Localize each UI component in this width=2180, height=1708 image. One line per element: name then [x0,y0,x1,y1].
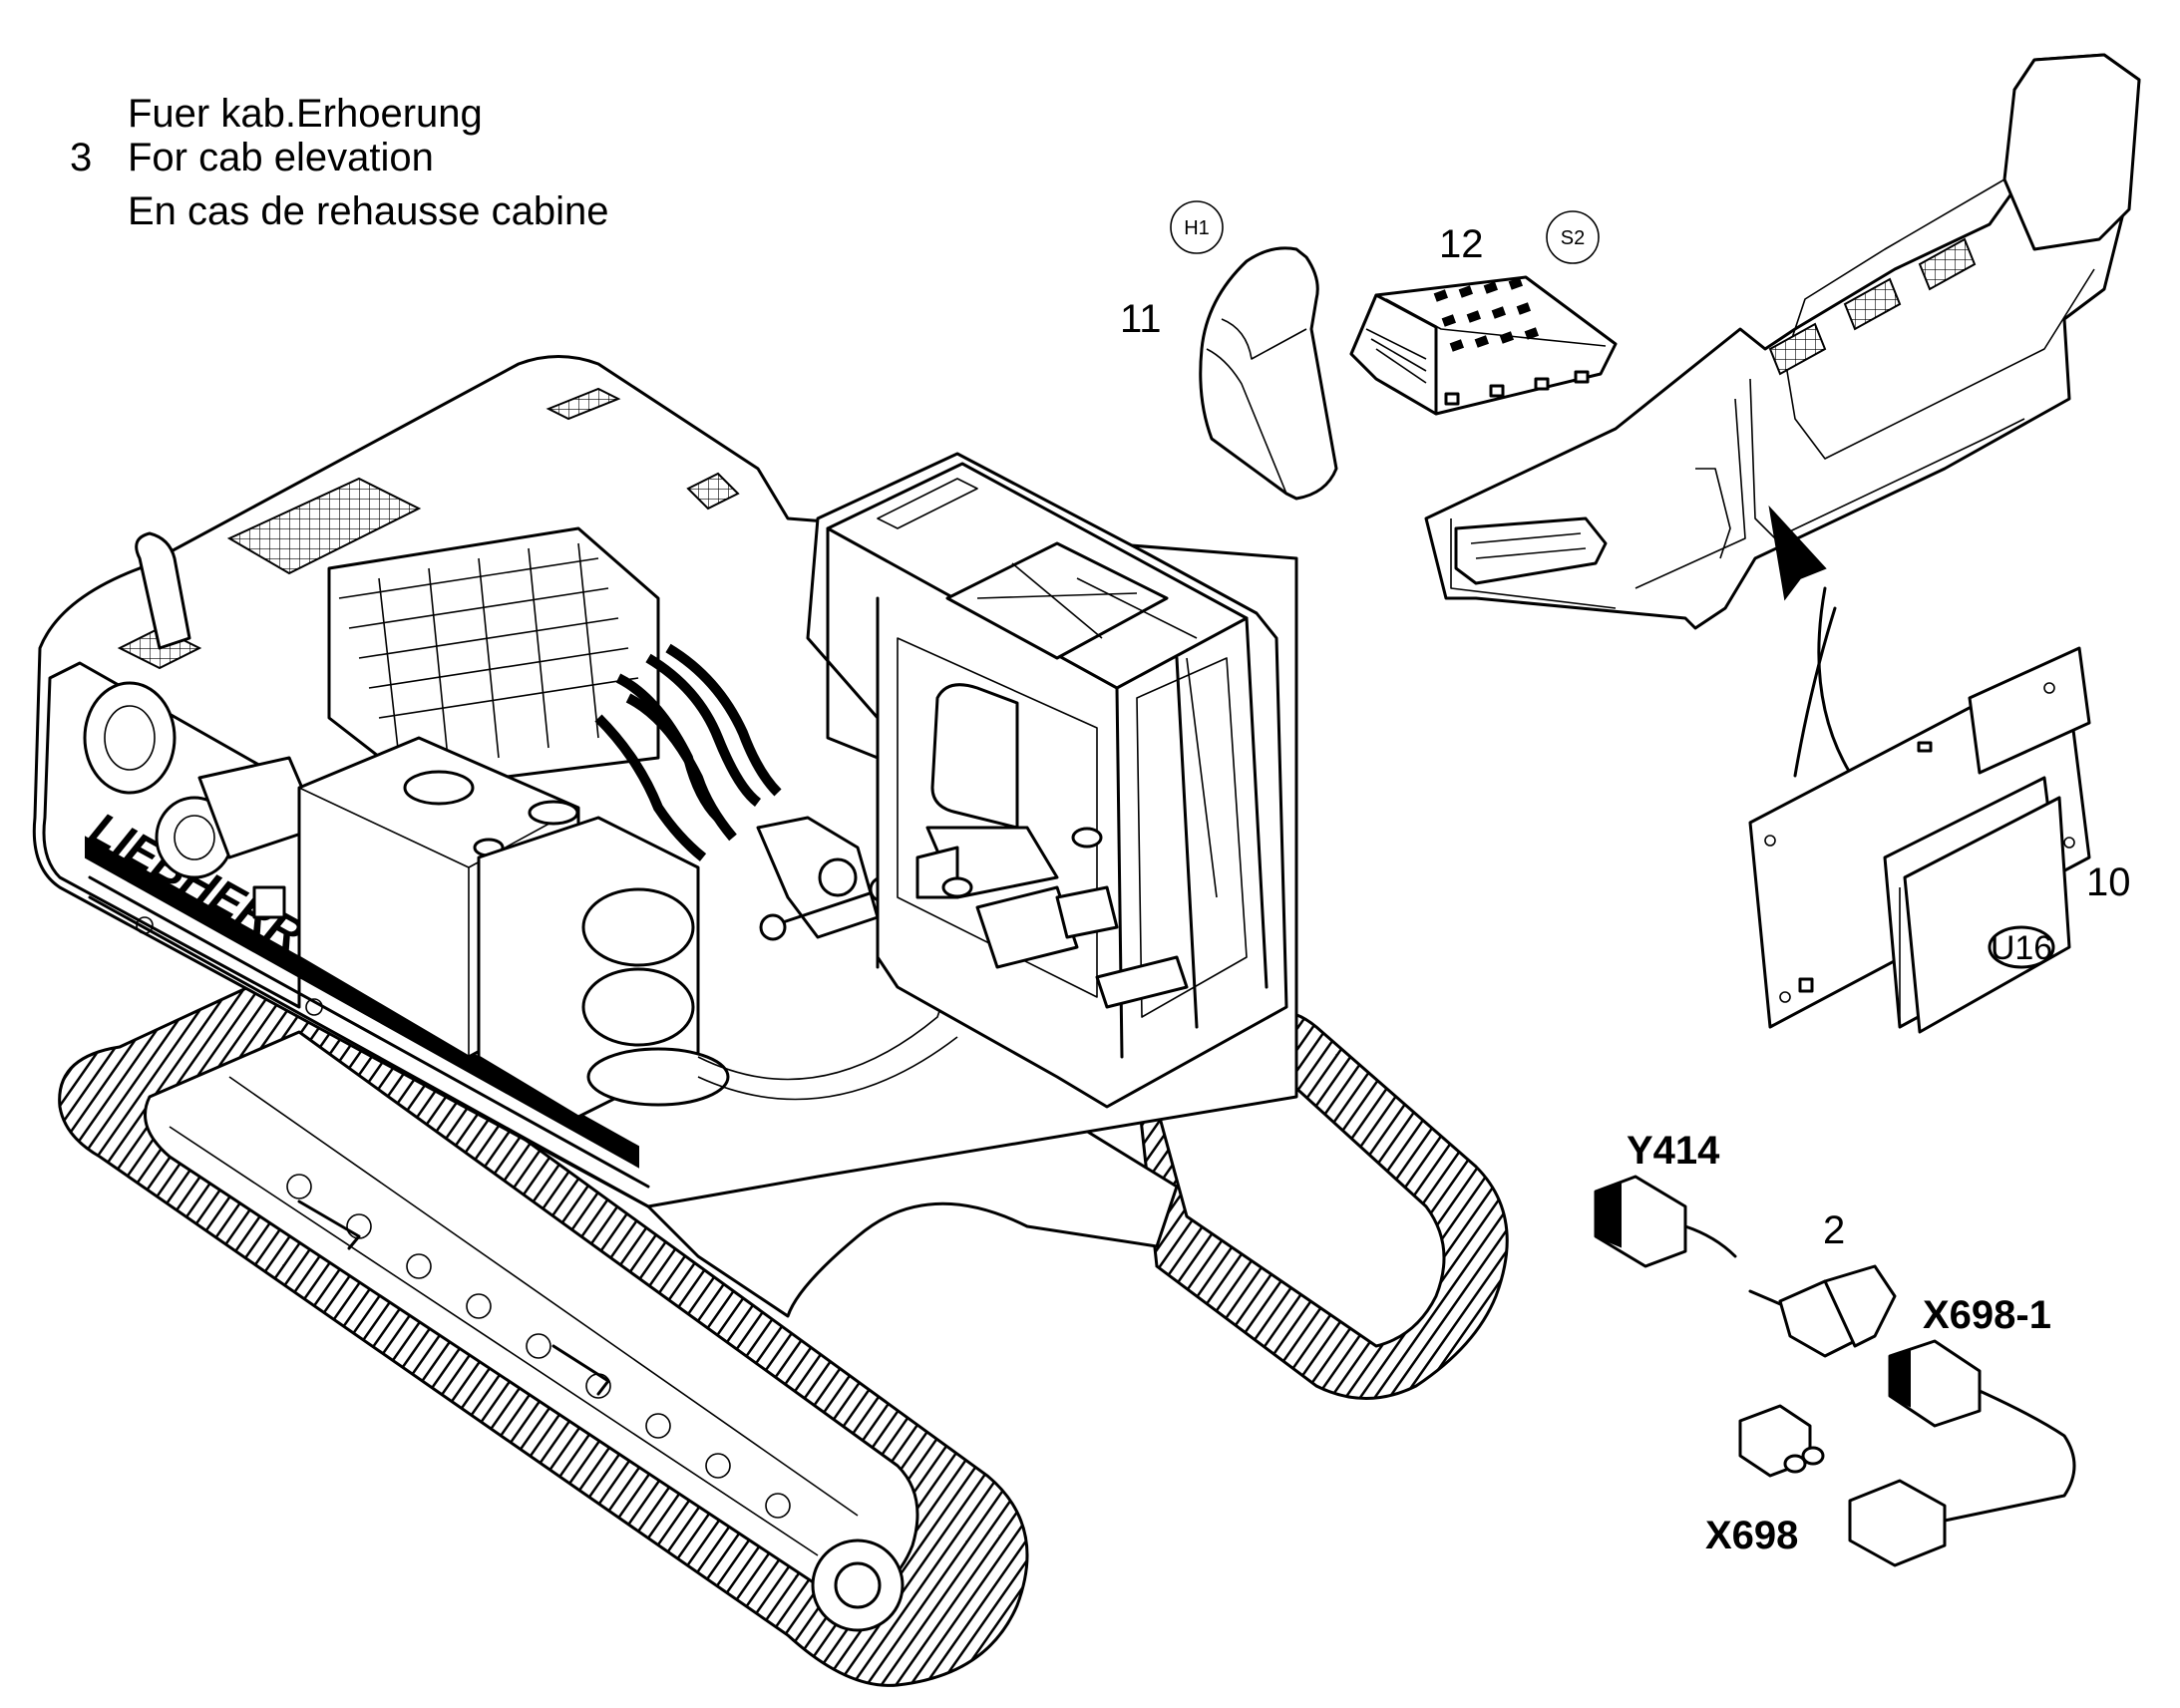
left-track [58,977,1029,1687]
note-number: 3 [70,136,93,179]
switch-grid [1433,277,1540,352]
operator-cab [806,452,1288,1109]
note-line-en: For cab elevation [128,136,434,179]
connector-y414 [1594,1175,1737,1268]
note-line-fr: En cas de rehausse cabine [128,189,609,233]
undercarriage-center [636,1105,1179,1318]
label-x698: X698 [1705,1514,1798,1557]
side-console [1424,53,2141,630]
connector-x698 [1738,1404,1825,1478]
label-y414: Y414 [1627,1129,1720,1173]
note-line-de: Fuer kab.Erhoerung [128,92,483,136]
part-2-sensor [1748,1264,1897,1358]
part-12-switch-panel [1349,210,1618,416]
label-part-12: 12 [1439,222,1484,266]
label-part-10: 10 [2086,860,2131,904]
insert-arrow [1768,505,1852,778]
part-11-cover [1170,200,1338,501]
connector-x698-1 [1848,1339,2076,1567]
part-10-control-board [1748,646,2091,1034]
callout-s2: S2 [1561,227,1585,249]
label-part-11: 11 [1120,297,1162,341]
callout-h1: H1 [1184,217,1210,239]
excavator: LIEBHERR [32,355,1509,1687]
label-x698-1: X698-1 [1923,1293,2051,1337]
callout-u16: U16 [1991,929,2052,967]
label-part-2: 2 [1823,1208,1845,1252]
